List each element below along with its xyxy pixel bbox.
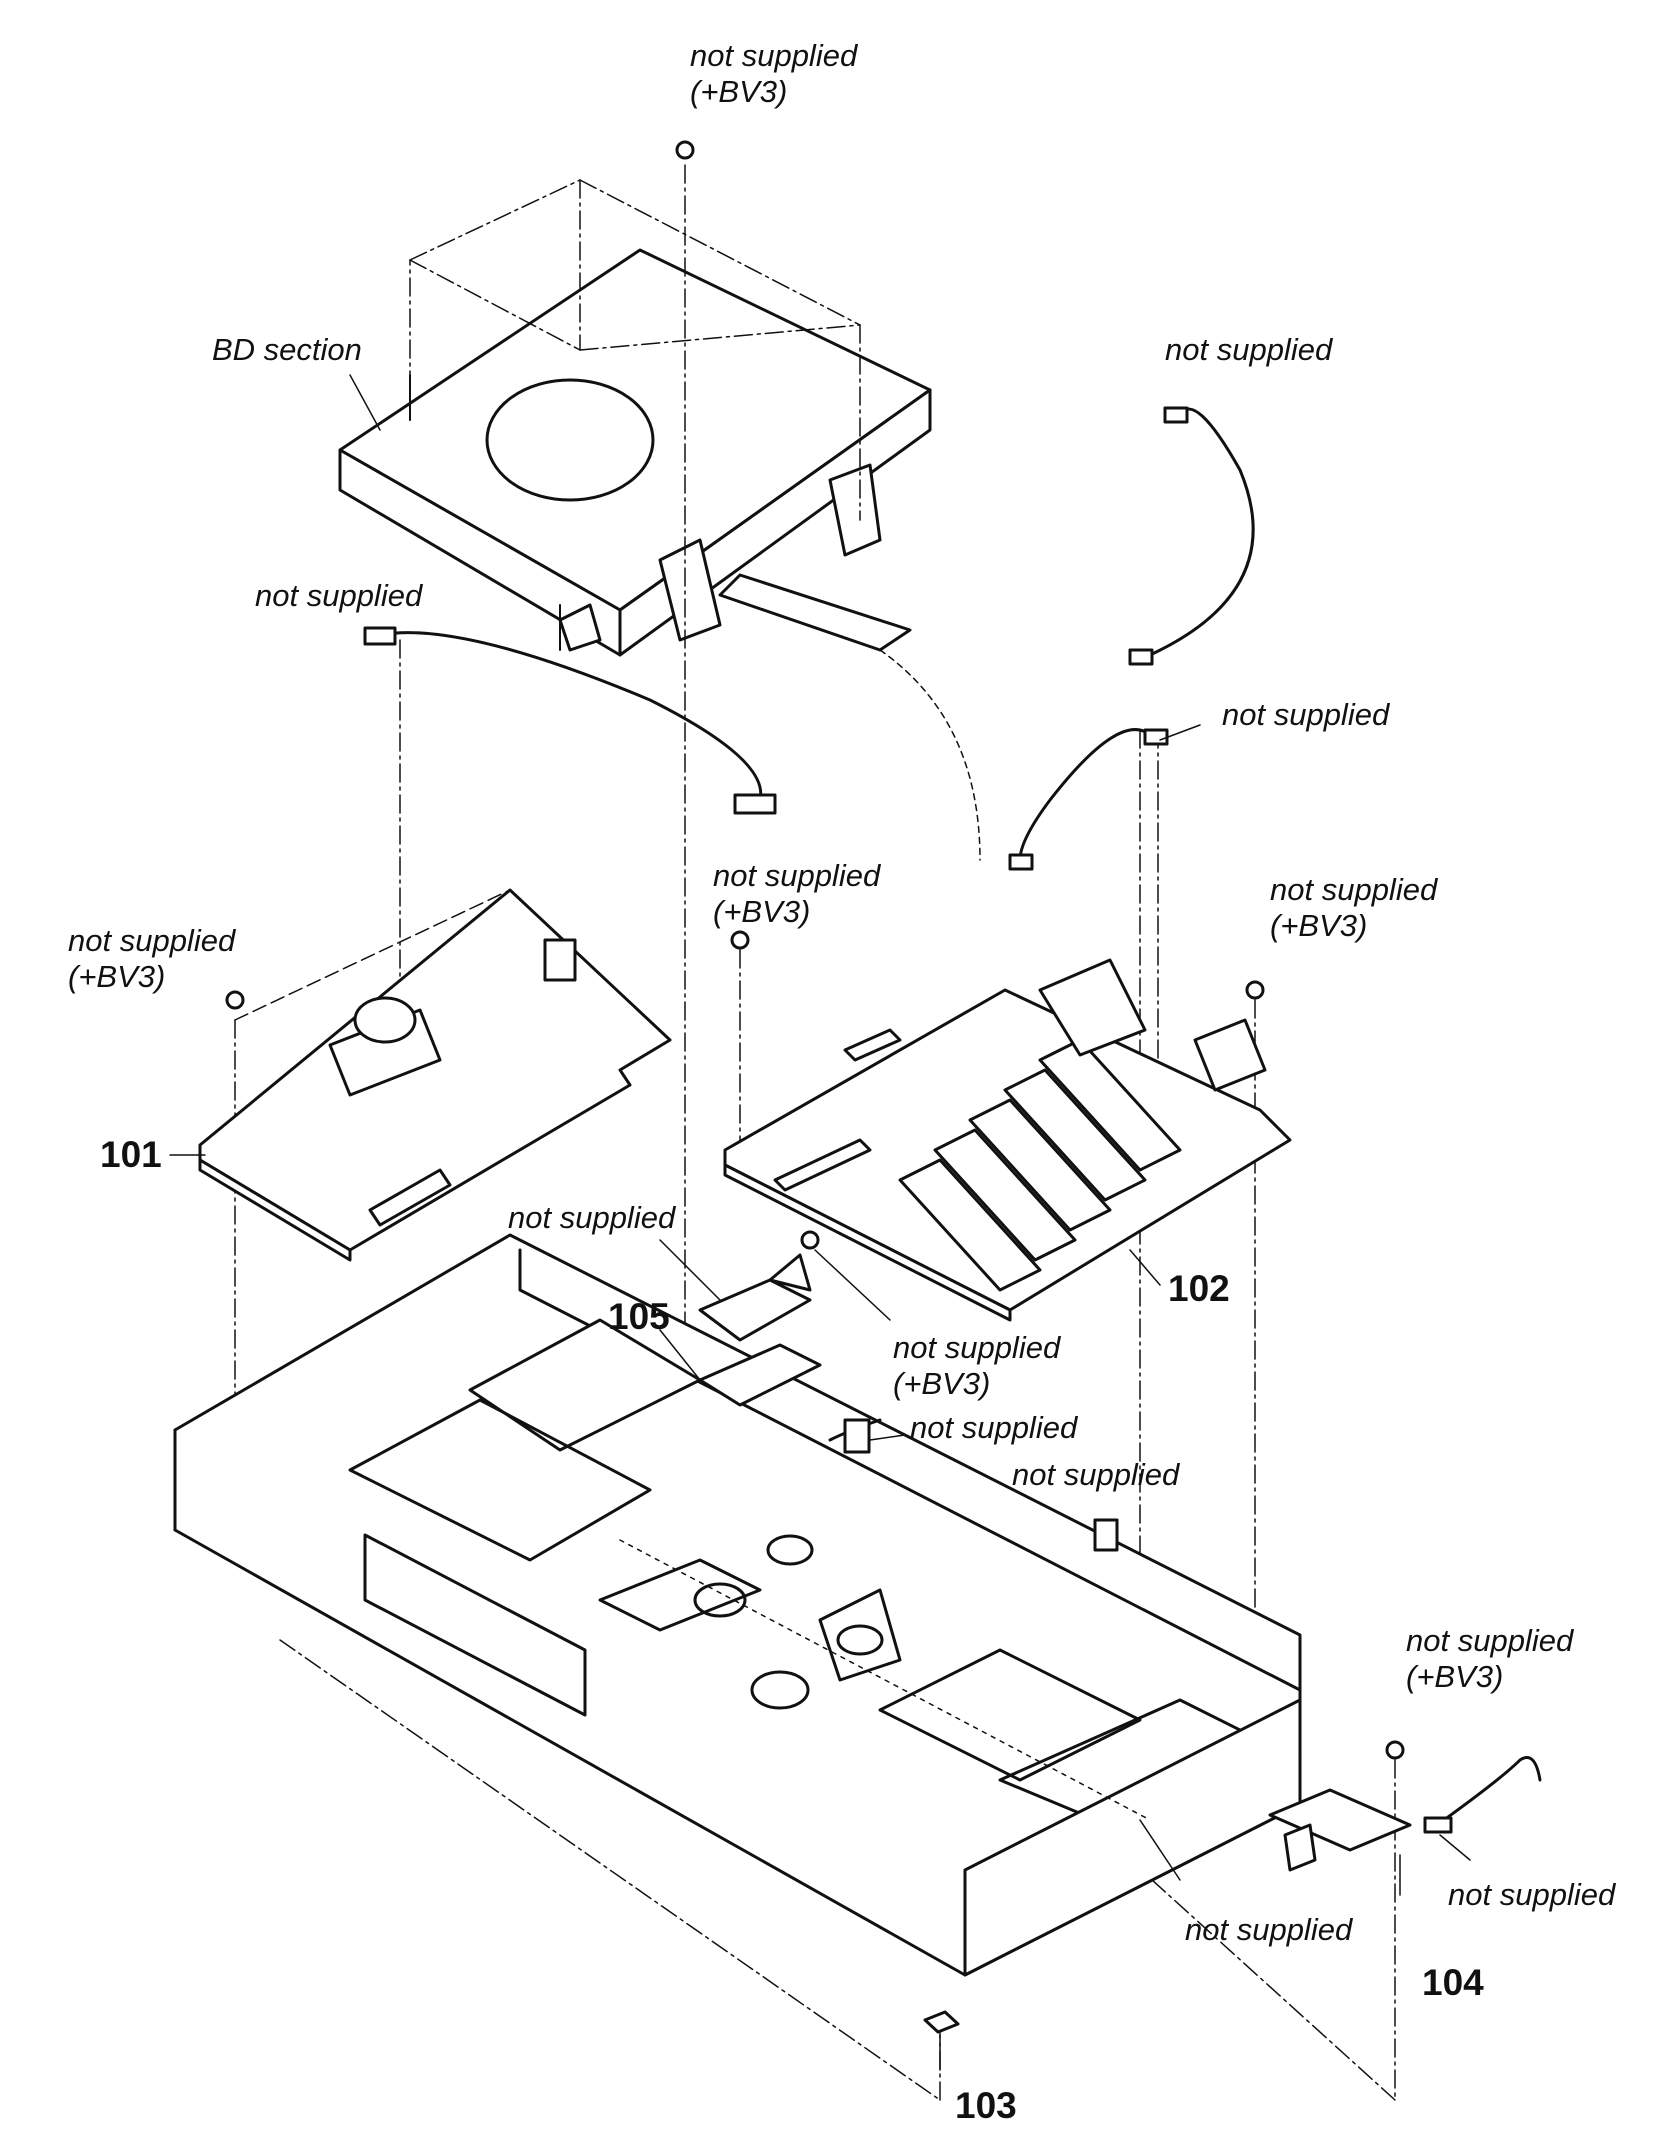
disc-tray-circle <box>485 378 655 502</box>
clip-right <box>1093 1518 1119 1552</box>
label-bd-section: BD section <box>212 332 362 367</box>
label-line: not supplied <box>690 38 858 73</box>
bd-section-drive <box>338 248 932 657</box>
label-screw-top: not supplied (+BV3) <box>690 38 857 109</box>
label-line: not supplied <box>1270 872 1438 907</box>
cables <box>363 406 1542 1834</box>
chassis-frame <box>173 1233 1302 1977</box>
label-line: (+BV3) <box>68 958 166 994</box>
label-line: (+BV3) <box>713 893 811 929</box>
label-line: not supplied <box>1406 1623 1574 1658</box>
label-cable-mid-right: not supplied <box>1222 697 1390 732</box>
label-line: (+BV3) <box>1270 907 1368 943</box>
label-clip-center: not supplied <box>910 1410 1078 1445</box>
label-cable-104: not supplied <box>1448 1877 1616 1912</box>
label-bracket-105: not supplied <box>508 1200 676 1235</box>
part-104-board <box>1268 1788 1412 1872</box>
bracket-105 <box>698 1253 822 1407</box>
label-screw-right: not supplied (+BV3) <box>1270 872 1437 943</box>
leader-lines <box>169 374 1471 2071</box>
label-chassis-bottom: not supplied <box>1185 1912 1353 1947</box>
board-101 <box>198 888 672 1262</box>
part-103-foot <box>923 2010 960 2034</box>
label-line: not supplied <box>713 858 881 893</box>
label-screw-105: not supplied (+BV3) <box>893 1330 1060 1401</box>
label-clip-right: not supplied <box>1012 1457 1180 1492</box>
part-number-101: 101 <box>100 1134 162 1175</box>
board-102 <box>723 958 1292 1322</box>
label-screw-center: not supplied (+BV3) <box>713 858 880 929</box>
label-line: not supplied <box>68 923 236 958</box>
drive-flat-cable <box>718 573 912 652</box>
part-number-105: 105 <box>608 1296 670 1337</box>
part-number-102: 102 <box>1168 1268 1230 1309</box>
label-flat-cable: not supplied <box>255 578 423 613</box>
label-line: (+BV3) <box>690 73 788 109</box>
label-cable-top-right: not supplied <box>1165 332 1333 367</box>
part-number-104: 104 <box>1422 1962 1484 2003</box>
part-number-103: 103 <box>955 2085 1017 2126</box>
screws <box>225 140 1405 1760</box>
label-screw-104: not supplied (+BV3) <box>1406 1623 1573 1694</box>
clip-center <box>843 1418 871 1454</box>
label-screw-left: not supplied (+BV3) <box>68 923 235 994</box>
label-line: not supplied <box>893 1330 1061 1365</box>
label-line: (+BV3) <box>893 1365 991 1401</box>
label-line: (+BV3) <box>1406 1658 1504 1694</box>
